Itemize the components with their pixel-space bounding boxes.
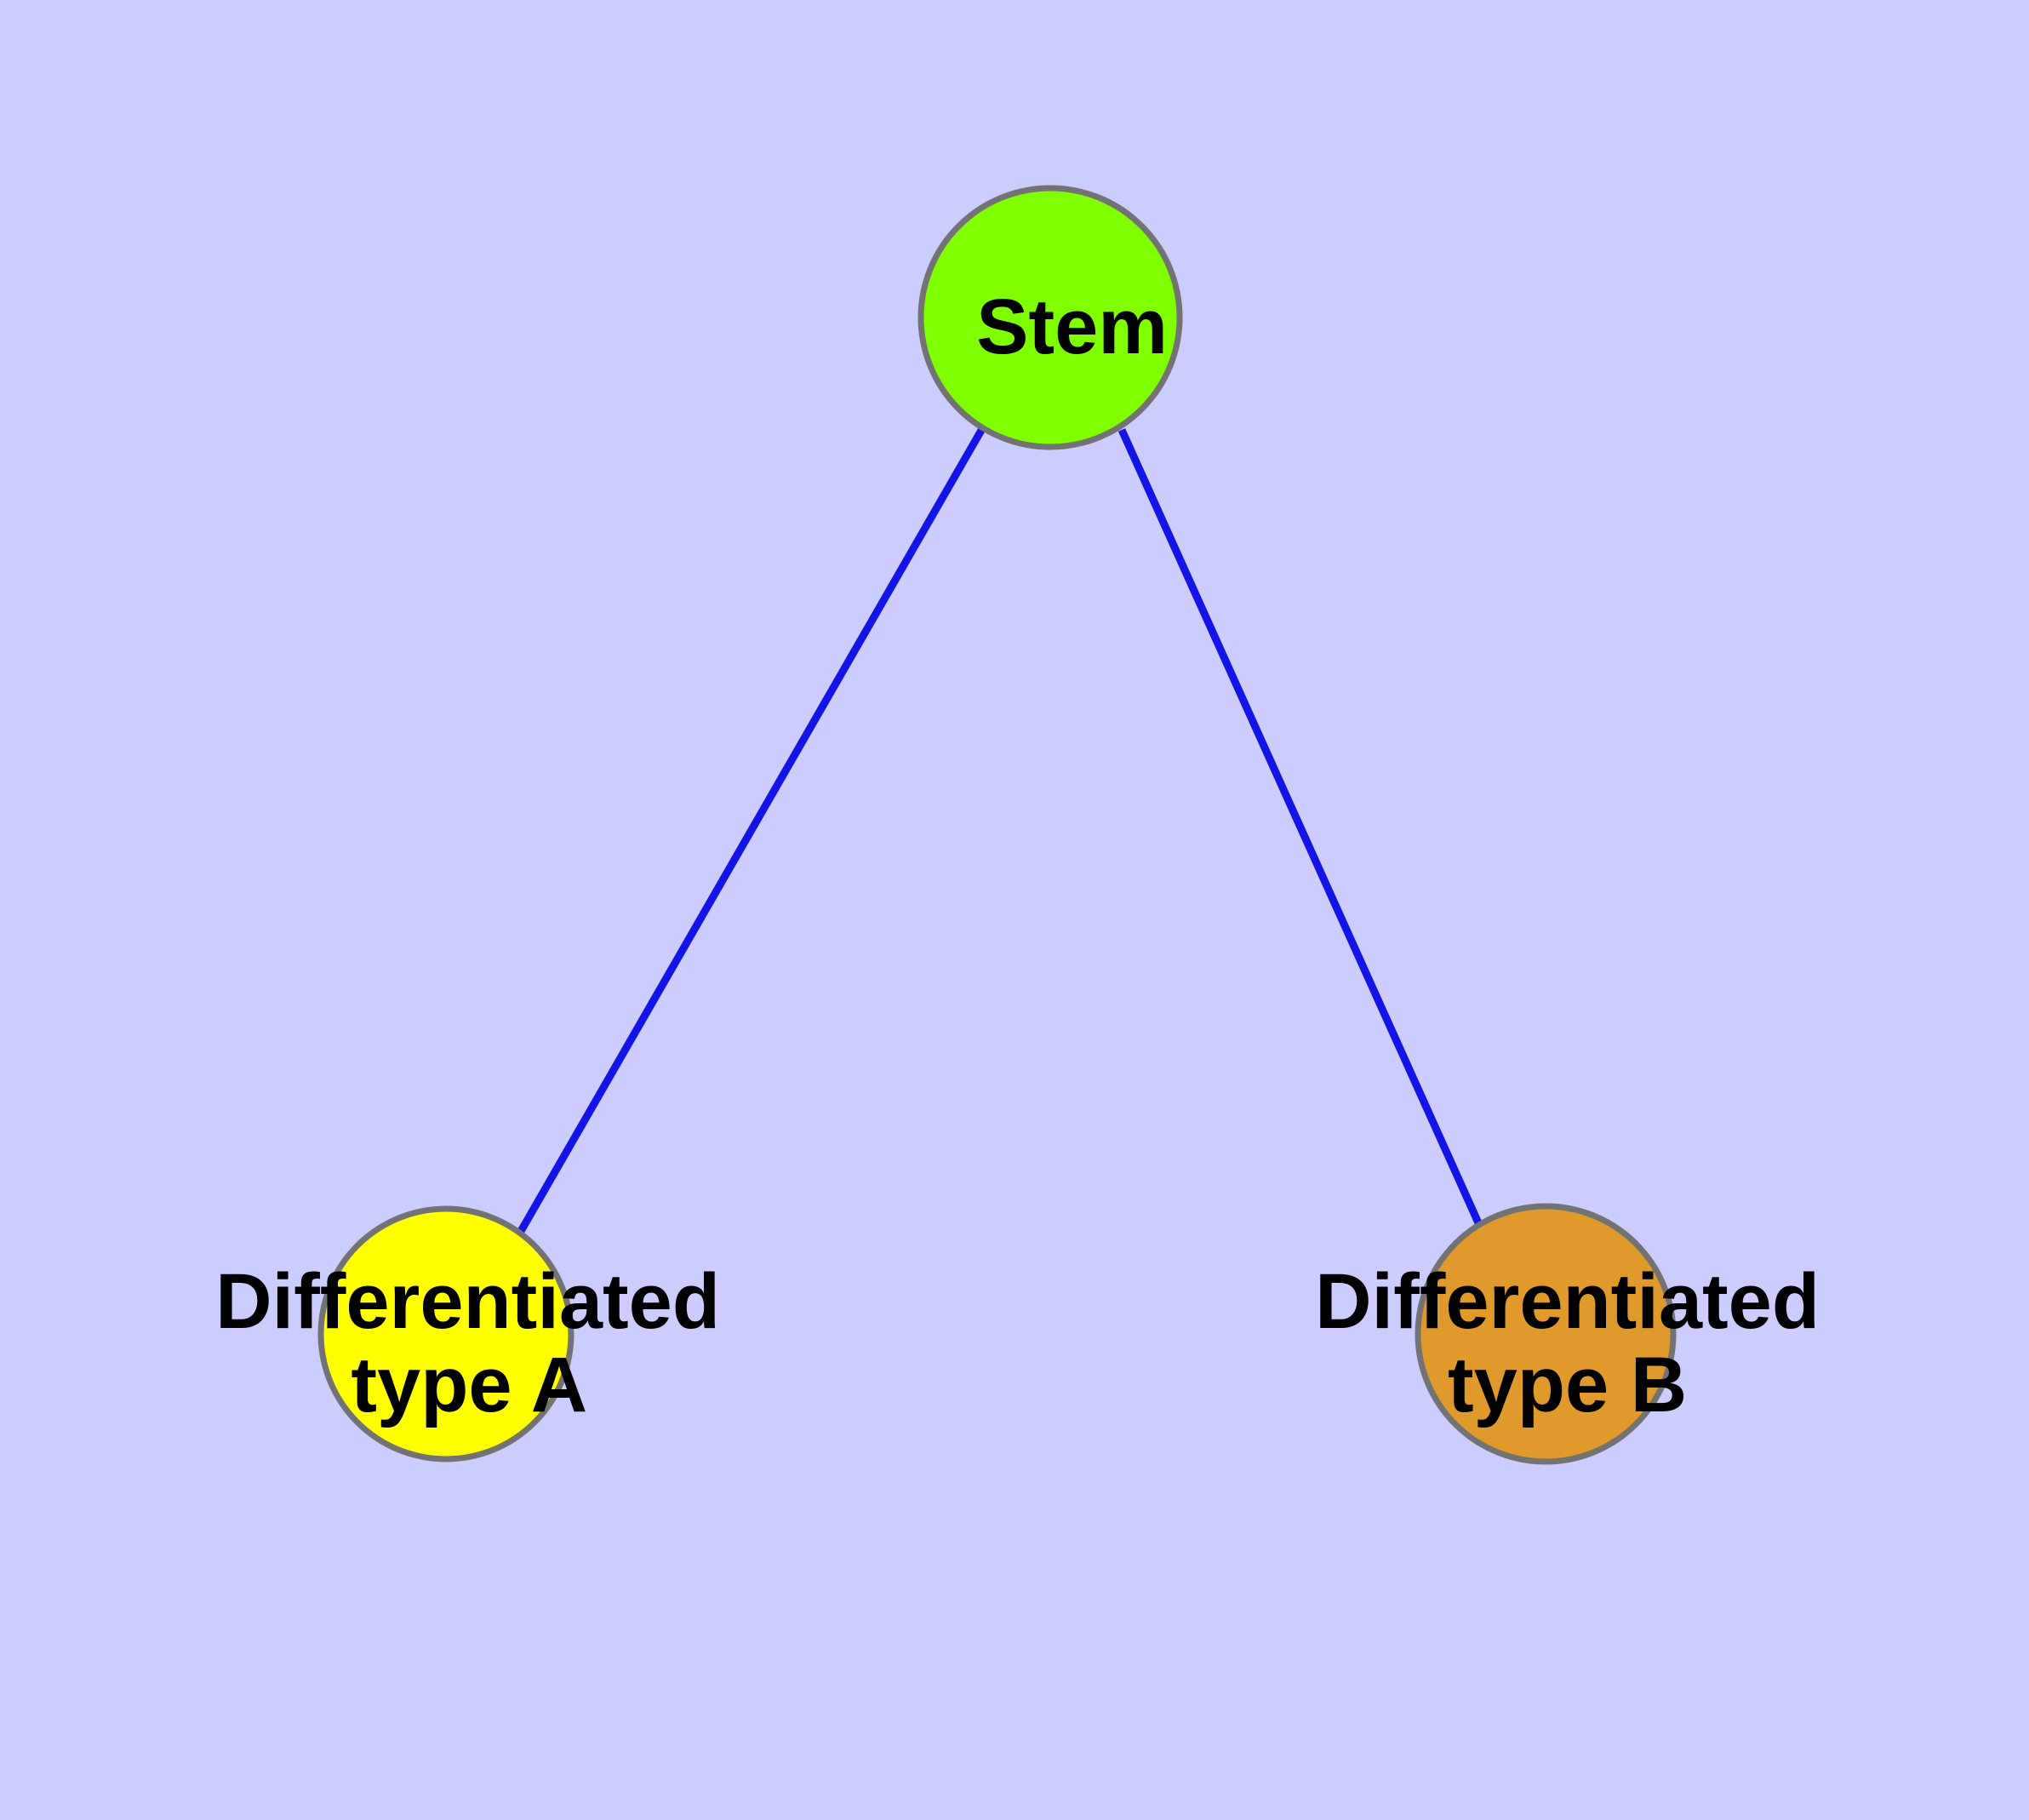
node-stem-label: Stem — [737, 283, 1363, 370]
node-diff-a-label-2: type A — [111, 1342, 780, 1428]
node-diff-b[interactable]: Differentiated type B — [1076, 1203, 2015, 1465]
node-diff-a-circle[interactable] — [317, 1205, 574, 1462]
node-diff-b-circle[interactable] — [1415, 1203, 1677, 1465]
node-stem-label-line1: Stem — [976, 283, 1168, 370]
node-diff-a[interactable]: Differentiated type A — [0, 1205, 916, 1462]
node-diff-a-label-line1: Differentiated — [215, 1258, 720, 1345]
node-diff-b-label-line2: type B — [1448, 1342, 1687, 1428]
node-diff-a-label-line2: type A — [351, 1342, 586, 1428]
node-diff-b-label-line1: Differentiated — [1315, 1258, 1820, 1345]
node-stem[interactable]: Stem — [737, 185, 1363, 450]
node-layer: Stem Differentiated type A Differentiate… — [0, 185, 2015, 1465]
node-diff-a-label: Differentiated — [0, 1258, 916, 1345]
node-diff-b-label: Differentiated — [1076, 1258, 2015, 1345]
edge-stem-to-diff-a[interactable] — [517, 425, 986, 1235]
edge-layer — [517, 425, 1484, 1235]
edge-stem-to-diff-b[interactable] — [1117, 428, 1484, 1228]
node-stem-circle[interactable] — [917, 185, 1183, 450]
node-diff-b-label-2: type B — [1209, 1342, 1883, 1428]
